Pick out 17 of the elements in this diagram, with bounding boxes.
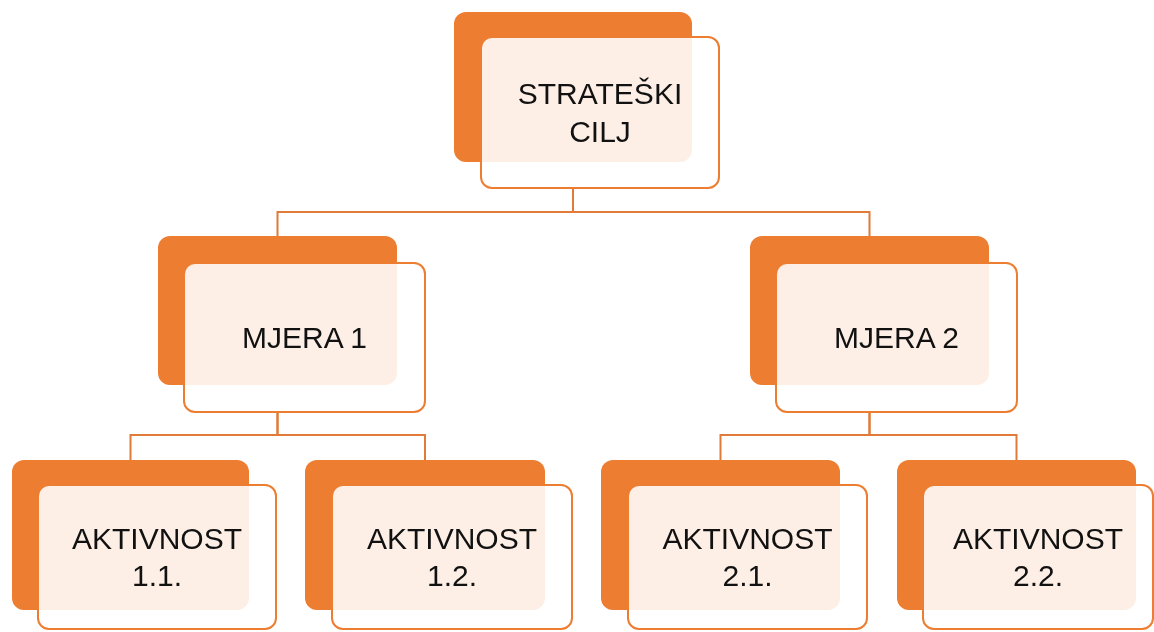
node-label: MJERA 1 xyxy=(240,319,368,356)
node-label: AKTIVNOST 2.1. xyxy=(661,520,834,594)
node-label: STRATEŠKI CILJ xyxy=(516,76,684,150)
node-label: AKTIVNOST 1.2. xyxy=(366,520,538,594)
process-box xyxy=(305,460,573,630)
process-box xyxy=(454,12,720,189)
node-label: AKTIVNOST 1.1. xyxy=(71,520,243,594)
connector-line xyxy=(572,188,871,237)
process-box xyxy=(750,236,1018,413)
node-label: AKTIVNOST 2.2. xyxy=(952,520,1124,594)
connector-line xyxy=(276,412,426,461)
process-box xyxy=(601,460,868,630)
process-box xyxy=(12,460,277,630)
connector-line xyxy=(868,412,1018,461)
process-box xyxy=(897,460,1154,630)
node-label: MJERA 2 xyxy=(832,319,960,356)
process-box xyxy=(158,236,426,413)
